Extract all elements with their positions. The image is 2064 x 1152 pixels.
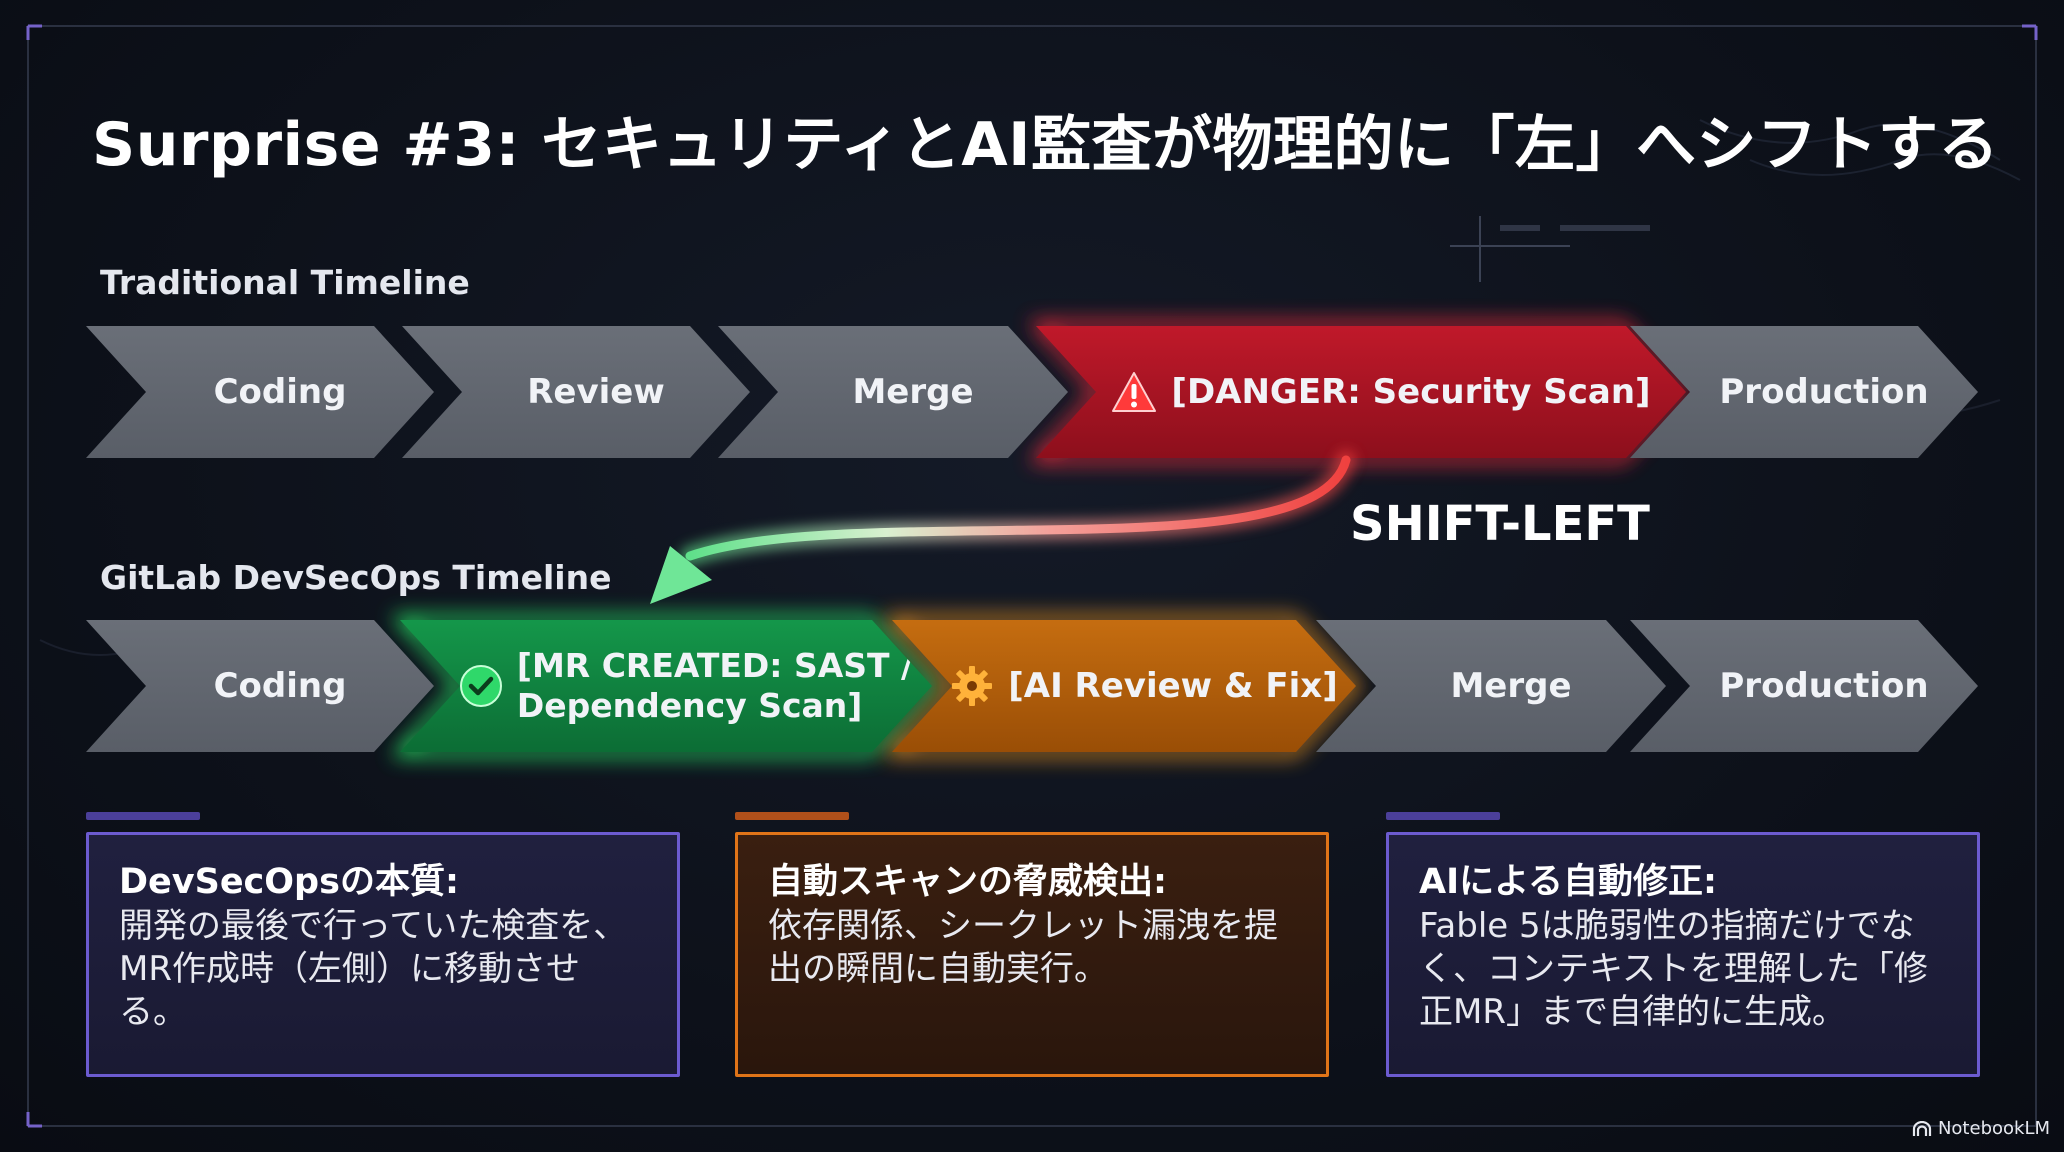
- card-tab-decoration: [1386, 812, 1500, 820]
- step-label: [AI Review & Fix]: [1008, 665, 1338, 706]
- check-circle-icon: [459, 664, 503, 708]
- devsecops-timeline-label: GitLab DevSecOps Timeline: [100, 558, 612, 597]
- step-label-line1: [MR CREATED: SAST /: [516, 646, 914, 686]
- step-label-line2: Dependency Scan]: [516, 686, 863, 725]
- card-tab-decoration: [735, 812, 849, 820]
- step-label: Coding: [213, 665, 347, 706]
- shift-left-label: SHIFT-LEFT: [1350, 496, 1650, 552]
- step-label: Merge: [1450, 665, 1572, 706]
- card-auto-scan: 自動スキャンの脅威検出: 依存関係、シークレット漏洩を提出の瞬間に自動実行。: [735, 832, 1329, 1077]
- devsecops-step-coding: Coding: [86, 620, 434, 752]
- card-title: AIによる自動修正:: [1419, 862, 1718, 902]
- step-label: Production: [1719, 371, 1929, 412]
- slide-title: Surprise #3: セキュリティとAI監査が物理的に「左」へシフトする: [92, 110, 1999, 180]
- traditional-step-security-scan: [DANGER: Security Scan]: [1036, 326, 1686, 458]
- card-devsecops-essence: DevSecOpsの本質: 開発の最後で行っていた検査を、MR作成時（左側）に移…: [86, 832, 680, 1077]
- traditional-timeline-label: Traditional Timeline: [100, 263, 470, 302]
- notebooklm-brand: NotebookLM: [1912, 1118, 2050, 1139]
- card-body: Fable 5は脆弱性の指摘だけでなく、コンテキストを理解した「修正MR」まで自…: [1419, 906, 1928, 1033]
- step-label: Coding: [213, 371, 347, 412]
- gear-icon: [950, 664, 994, 708]
- card-tab-decoration: [86, 812, 200, 820]
- brand-name: NotebookLM: [1937, 1118, 2050, 1139]
- step-label: [DANGER: Security Scan]: [1171, 371, 1651, 412]
- devsecops-step-merge: Merge: [1316, 620, 1666, 752]
- step-label: Production: [1719, 665, 1929, 706]
- traditional-step-coding: Coding: [86, 326, 434, 458]
- devsecops-step-mr-created: [MR CREATED: SAST / Dependency Scan]: [400, 620, 932, 752]
- card-title: DevSecOpsの本質:: [119, 862, 459, 902]
- devsecops-step-production: Production: [1630, 620, 1978, 752]
- warning-triangle-icon: [1111, 371, 1157, 413]
- step-label: Merge: [852, 371, 974, 412]
- card-title: 自動スキャンの脅威検出:: [768, 862, 1167, 902]
- card-ai-auto-fix: AIによる自動修正: Fable 5は脆弱性の指摘だけでなく、コンテキストを理解…: [1386, 832, 1980, 1077]
- notebooklm-logo-icon: [1912, 1120, 1932, 1136]
- traditional-step-merge: Merge: [718, 326, 1068, 458]
- card-body: 依存関係、シークレット漏洩を提出の瞬間に自動実行。: [768, 906, 1278, 990]
- card-body: 開発の最後で行っていた検査を、MR作成時（左側）に移動させる。: [119, 906, 628, 1033]
- step-label: Review: [527, 371, 665, 412]
- traditional-step-review: Review: [402, 326, 750, 458]
- devsecops-step-ai-review: [AI Review & Fix]: [892, 620, 1356, 752]
